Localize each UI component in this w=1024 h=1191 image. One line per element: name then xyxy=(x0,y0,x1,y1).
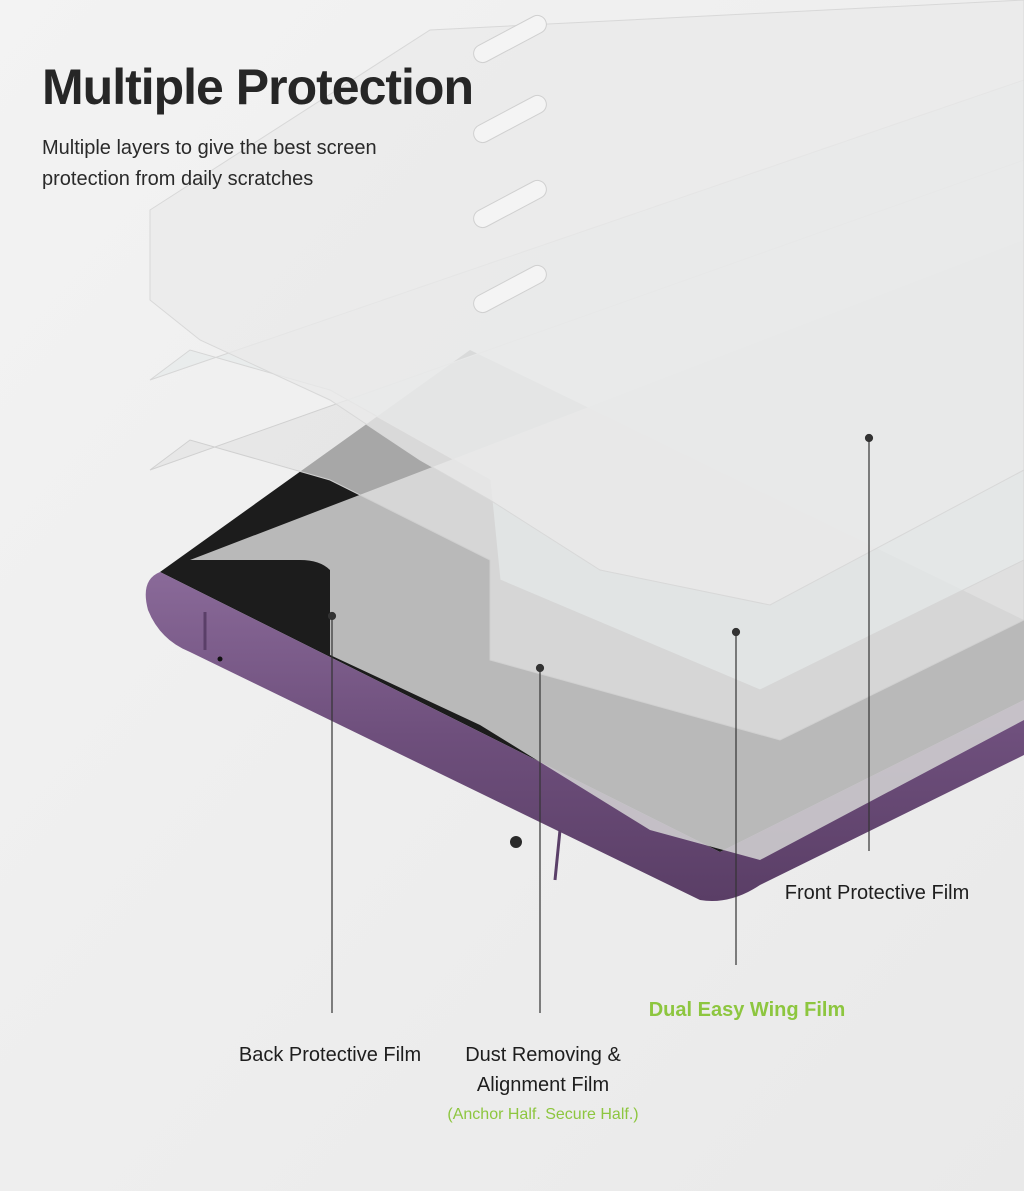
page-title: Multiple Protection xyxy=(42,59,474,115)
label-note: (Anchor Half. Secure Half.) xyxy=(447,1106,639,1123)
leader-dot xyxy=(327,611,337,621)
front-protective-film xyxy=(149,0,1024,606)
leader-dot xyxy=(864,433,874,443)
label-dual-easy-wing-film: Dual Easy Wing Film xyxy=(648,999,846,1021)
label-line: Alignment Film xyxy=(476,1074,610,1096)
leader-dot xyxy=(731,627,741,637)
microphone-hole-icon xyxy=(217,656,223,662)
film-tab-cutout xyxy=(473,94,547,144)
subtitle: Multiple layers to give the best screen … xyxy=(42,133,377,195)
leader-dot xyxy=(535,663,545,673)
subtitle-line: Multiple layers to give the best screen xyxy=(42,137,377,159)
label-back-protective-film: Back Protective Film xyxy=(238,1044,422,1066)
film-tab-cutout xyxy=(473,179,547,229)
phone-seam xyxy=(553,829,562,881)
label-dust-removing-film: Dust Removing & Alignment Film (Anchor H… xyxy=(447,1040,638,1130)
film-layers xyxy=(149,0,1024,860)
subtitle-line: protection from daily scratches xyxy=(42,168,314,190)
film-tab-cutout xyxy=(473,14,547,64)
microphone-hole-icon xyxy=(510,836,522,848)
label-front-protective-film: Front Protective Film xyxy=(784,882,970,904)
label-line: Dust Removing & xyxy=(465,1044,621,1066)
film-tab-cutout xyxy=(473,264,547,314)
